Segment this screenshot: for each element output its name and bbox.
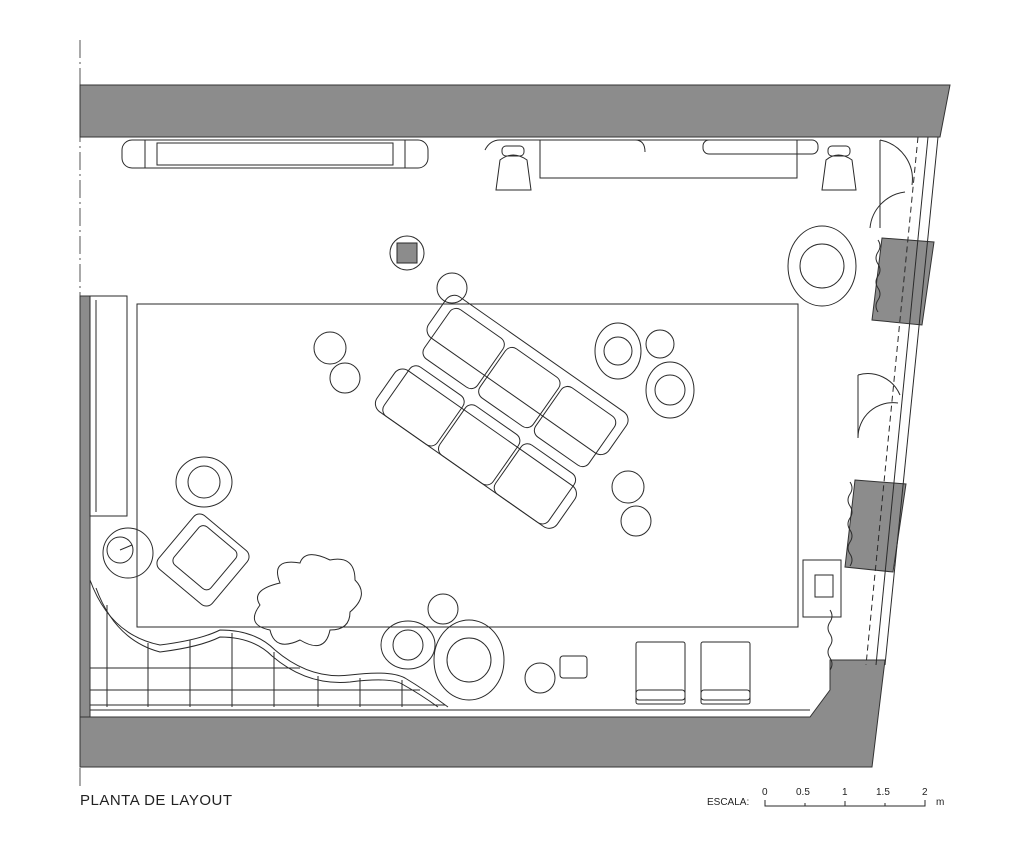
scale-tick-label: 1.5: [876, 787, 890, 798]
lounge-chair: [700, 641, 751, 705]
plan-title: PLANTA DE LAYOUT: [80, 792, 233, 809]
lounge-chair-back: [635, 689, 686, 701]
stool: [329, 362, 361, 394]
chair: [821, 154, 857, 191]
stool: [427, 593, 459, 625]
scale-label: ESCALA:: [707, 797, 750, 808]
round-table-top: [392, 629, 424, 661]
scale-tick-label: 0: [762, 787, 768, 798]
stool: [436, 272, 468, 304]
floor-lamp: [102, 527, 154, 579]
round-table-top: [446, 637, 492, 683]
stool: [620, 505, 652, 537]
curtain: [827, 609, 833, 671]
round-table-top: [187, 465, 221, 499]
floor-lamp-base: [106, 536, 134, 564]
round-table: [787, 225, 857, 307]
bottom-wall: [79, 659, 886, 768]
door-swing: [869, 191, 906, 229]
scale-tick-label: 1: [842, 787, 848, 798]
round-table: [380, 620, 436, 670]
scale-tick-label: 0.5: [796, 787, 810, 798]
lounge-chair-back: [700, 689, 751, 701]
wall-unit-inner: [814, 574, 834, 598]
floor-lamp-arm: [119, 544, 133, 551]
right-wall-pier: [844, 479, 907, 573]
cabinet: [89, 295, 128, 517]
round-table-top: [654, 374, 686, 406]
round-table: [175, 456, 233, 508]
stool: [611, 470, 645, 504]
lounge-chair: [635, 641, 686, 705]
planter: [389, 235, 425, 271]
chair-back: [827, 145, 851, 157]
side-table: [559, 655, 588, 679]
stool: [524, 662, 556, 694]
bench: [121, 139, 429, 169]
desk: [702, 139, 819, 155]
facade-line: [865, 136, 919, 666]
planter-curve: [89, 579, 449, 708]
stool: [645, 329, 675, 359]
round-table: [594, 322, 642, 380]
curtain: [847, 481, 853, 567]
door-swing: [857, 402, 899, 439]
bench-cushion: [156, 142, 394, 166]
round-table: [645, 361, 695, 419]
stool: [313, 331, 347, 365]
door-swing: [857, 373, 901, 396]
armchair: [156, 513, 250, 607]
facade-line: [875, 136, 929, 666]
curtain: [875, 239, 881, 313]
top-wall: [79, 84, 951, 138]
wall-unit: [802, 559, 842, 618]
cloud-table: [253, 554, 362, 647]
right-wall-pier: [871, 237, 935, 326]
shelf: [539, 139, 798, 179]
facade-line: [884, 136, 939, 666]
round-table-top: [799, 243, 845, 289]
round-table: [433, 619, 505, 701]
planter-curve: [95, 587, 439, 708]
round-table-top: [603, 336, 633, 366]
rug: [136, 303, 799, 628]
planter-pot: [396, 242, 418, 264]
sofa: [374, 294, 629, 529]
door-swing: [879, 139, 913, 186]
left-wall: [79, 295, 91, 718]
scale-unit: m: [936, 797, 945, 808]
chair: [495, 154, 532, 191]
chair-back: [501, 145, 525, 157]
scale-tick-label: 2: [922, 787, 928, 798]
